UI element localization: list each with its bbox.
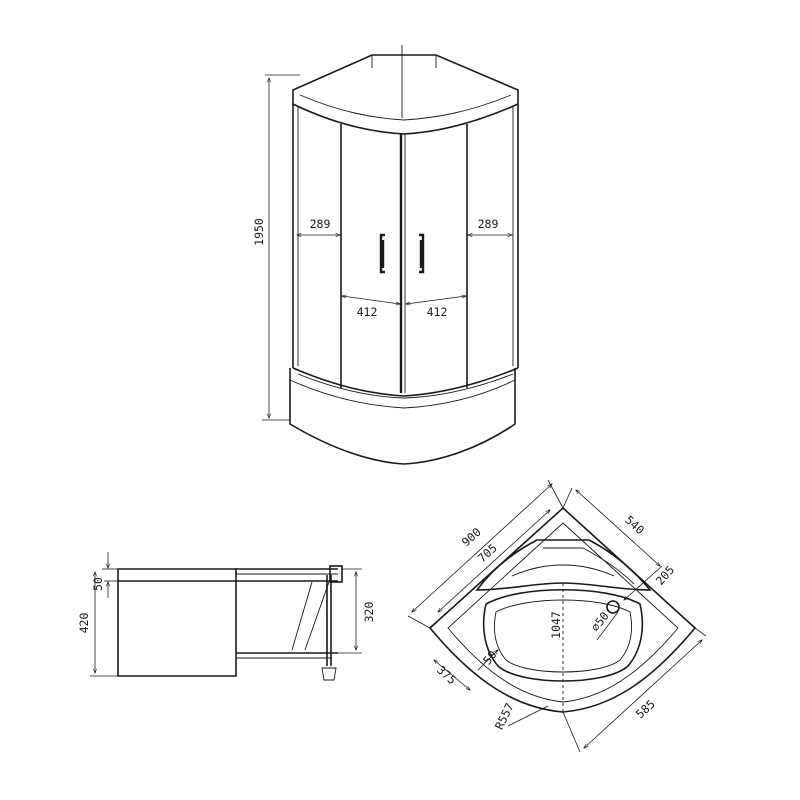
- height-dimension: 1950: [252, 74, 300, 421]
- front-view: 1950 289 289 412 412: [252, 45, 519, 465]
- diagonal-label: 900: [459, 525, 484, 549]
- door-dimensions: 412 412: [342, 296, 466, 319]
- side-panel-dimensions: 289 289: [297, 217, 512, 235]
- drain: [606, 600, 620, 614]
- right-door-handle: [419, 233, 425, 274]
- side-top-label: 540: [622, 513, 647, 537]
- tray-height-dimension: 420: [77, 568, 118, 677]
- inner-depth-label: 320: [362, 602, 376, 623]
- height-label: 1950: [252, 218, 266, 246]
- inner-diagonal-label: 705: [475, 541, 500, 565]
- tray-height-label: 420: [77, 613, 91, 634]
- rim-thickness-dimension: 50: [91, 552, 118, 598]
- drain-diameter-label: ⌀50: [588, 609, 612, 634]
- step-label: 50: [480, 648, 500, 668]
- plan-view: 900 705 540 205 1047 ⌀50 50 375 R557: [407, 479, 707, 753]
- tray-body: [117, 568, 237, 677]
- span-label: 1047: [549, 611, 563, 639]
- radius-label: R557: [492, 701, 517, 732]
- inner-depth-dimension: 320: [338, 568, 376, 654]
- side-panel-left-label: 289: [310, 217, 331, 231]
- cabin-roof: [292, 54, 519, 135]
- rim-thickness-label: 50: [91, 577, 105, 591]
- side-panel-right-label: 289: [478, 217, 499, 231]
- glass-frame: [292, 104, 519, 368]
- shower-tray: [289, 368, 516, 465]
- left-door-handle: [379, 233, 385, 274]
- door-right-label: 412: [427, 305, 448, 319]
- door-left-label: 412: [357, 305, 378, 319]
- side-view: 420 50 320: [77, 552, 376, 681]
- seat-depth-label: 375: [434, 663, 459, 687]
- side-bottom-label: 585: [633, 697, 658, 721]
- drain-offset-label: 205: [653, 563, 677, 588]
